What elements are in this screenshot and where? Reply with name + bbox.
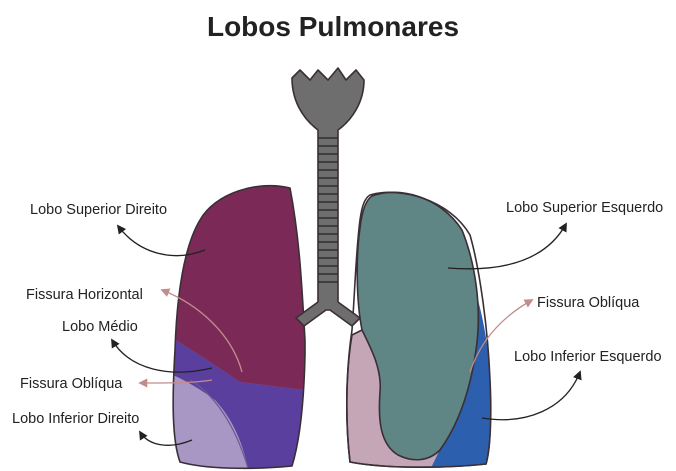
label-lobo-medio: Lobo Médio xyxy=(62,319,138,335)
label-lobo-superior-esquerdo: Lobo Superior Esquerdo xyxy=(506,200,663,216)
label-fissura-obliqua-direita: Fissura Oblíqua xyxy=(20,376,123,392)
label-fissura-horizontal: Fissura Horizontal xyxy=(26,287,143,303)
right-lung xyxy=(160,175,320,471)
arrow-lobo-inferior-esquerdo xyxy=(482,372,580,420)
label-lobo-superior-direito: Lobo Superior Direito xyxy=(30,202,167,218)
label-lobo-inferior-direito: Lobo Inferior Direito xyxy=(12,411,139,427)
diagram-title: Lobos Pulmonares xyxy=(207,11,459,42)
label-lobo-inferior-esquerdo: Lobo Inferior Esquerdo xyxy=(514,349,662,365)
label-fissura-obliqua-esquerda: Fissura Oblíqua xyxy=(537,295,640,311)
trachea xyxy=(292,68,364,326)
